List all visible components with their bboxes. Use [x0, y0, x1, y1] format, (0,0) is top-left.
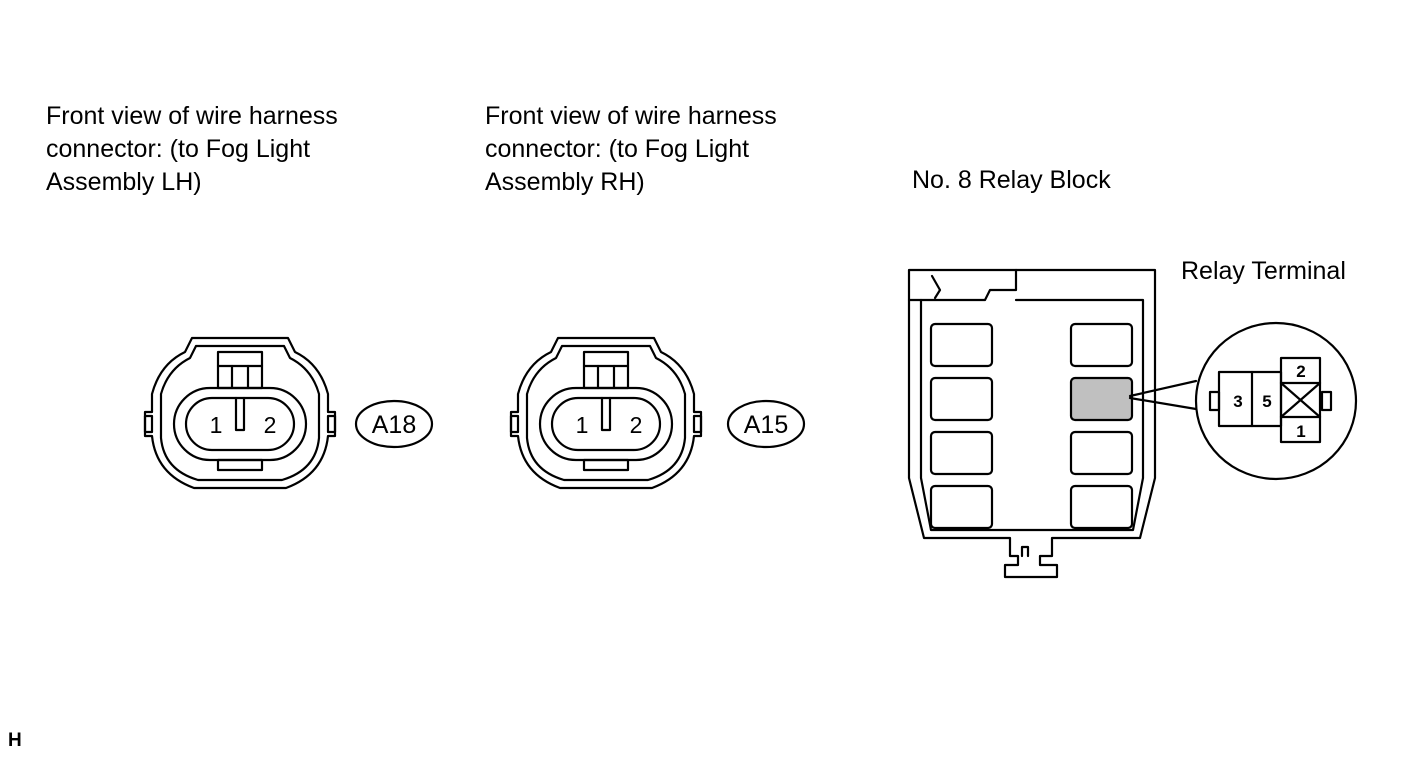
- relay-terminal-callout: 3 5 2 1: [1128, 321, 1358, 481]
- connector-lh-code: A18: [372, 411, 416, 439]
- relay-terminal-5: 5: [1262, 392, 1271, 411]
- connector-lh-pin-1: 1: [210, 412, 223, 438]
- relay-slot: [1069, 322, 1134, 368]
- connector-rh-code: A15: [744, 411, 788, 439]
- connector-lh: 1 2: [143, 336, 337, 490]
- relay-terminal-2: 2: [1296, 362, 1305, 381]
- relay-slot: [929, 430, 994, 476]
- relay-terminal-3: 3: [1233, 392, 1242, 411]
- connector-lh-code-badge: A18: [354, 399, 434, 449]
- relay-terminal-label: Relay Terminal: [1181, 257, 1346, 285]
- connector-rh: 1 2: [509, 336, 703, 490]
- relay-block-title: No. 8 Relay Block: [912, 166, 1111, 194]
- relay-slot-highlighted: [1069, 376, 1134, 422]
- connector-lh-caption: Front view of wire harness connector: (t…: [46, 102, 338, 196]
- connector-rh-caption: Front view of wire harness connector: (t…: [485, 102, 777, 196]
- relay-slot: [929, 376, 994, 422]
- relay-slot: [929, 484, 994, 530]
- page-mark: H: [8, 730, 22, 751]
- connector-lh-pin-2: 2: [264, 412, 277, 438]
- relay-slot: [1069, 430, 1134, 476]
- relay-block: [907, 268, 1157, 579]
- connector-rh-code-badge: A15: [726, 399, 806, 449]
- connector-rh-pin-2: 2: [630, 412, 643, 438]
- relay-terminal-1: 1: [1296, 422, 1305, 441]
- relay-slot: [1069, 484, 1134, 530]
- connector-rh-pin-1: 1: [576, 412, 589, 438]
- relay-slot: [929, 322, 994, 368]
